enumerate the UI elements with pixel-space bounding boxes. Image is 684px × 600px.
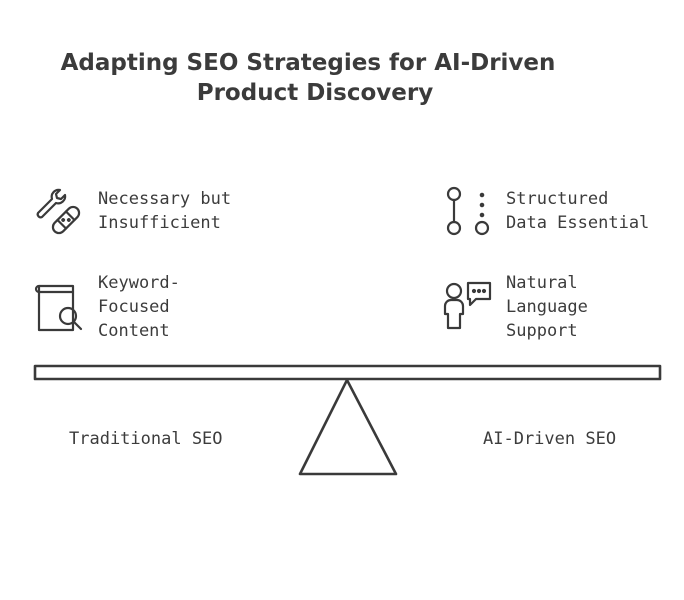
- right-item-2-line-2: Language: [506, 297, 588, 317]
- seesaw-plank: [33, 364, 662, 381]
- right-side-label: AI-Driven SEO: [483, 429, 617, 449]
- left-side-label: Traditional SEO: [69, 429, 223, 449]
- wrench-and-bandage-icon: [34, 186, 86, 238]
- structure-nodes-icon: [442, 186, 494, 238]
- seesaw-fulcrum: [298, 378, 398, 476]
- title-line-1: Adapting SEO Strategies for AI-Driven: [60, 50, 556, 76]
- left-item-1-line-2: Insufficient: [98, 213, 221, 233]
- left-item-2-line-1: Keyword-: [98, 273, 180, 293]
- left-item-keyword: Keyword- Focused Content: [98, 271, 180, 343]
- title-line-2: Product Discovery: [196, 80, 434, 106]
- document-search-icon: [34, 282, 86, 334]
- right-item-1-line-2: Data Essential: [506, 213, 650, 233]
- right-item-structured: Structured Data Essential: [506, 187, 649, 235]
- left-item-2-line-2: Focused: [98, 297, 170, 317]
- person-chat-icon: [442, 280, 496, 334]
- left-item-necessary: Necessary but Insufficient: [98, 187, 231, 235]
- right-item-natural-language: Natural Language Support: [506, 271, 588, 343]
- left-item-1-line-1: Necessary but: [98, 189, 232, 209]
- right-item-1-line-1: Structured: [506, 189, 609, 209]
- right-item-2-line-1: Natural: [506, 273, 578, 293]
- left-item-2-line-3: Content: [98, 321, 170, 341]
- right-item-2-line-3: Support: [506, 321, 578, 341]
- diagram-title: Adapting SEO Strategies for AI-Driven Pr…: [0, 48, 616, 108]
